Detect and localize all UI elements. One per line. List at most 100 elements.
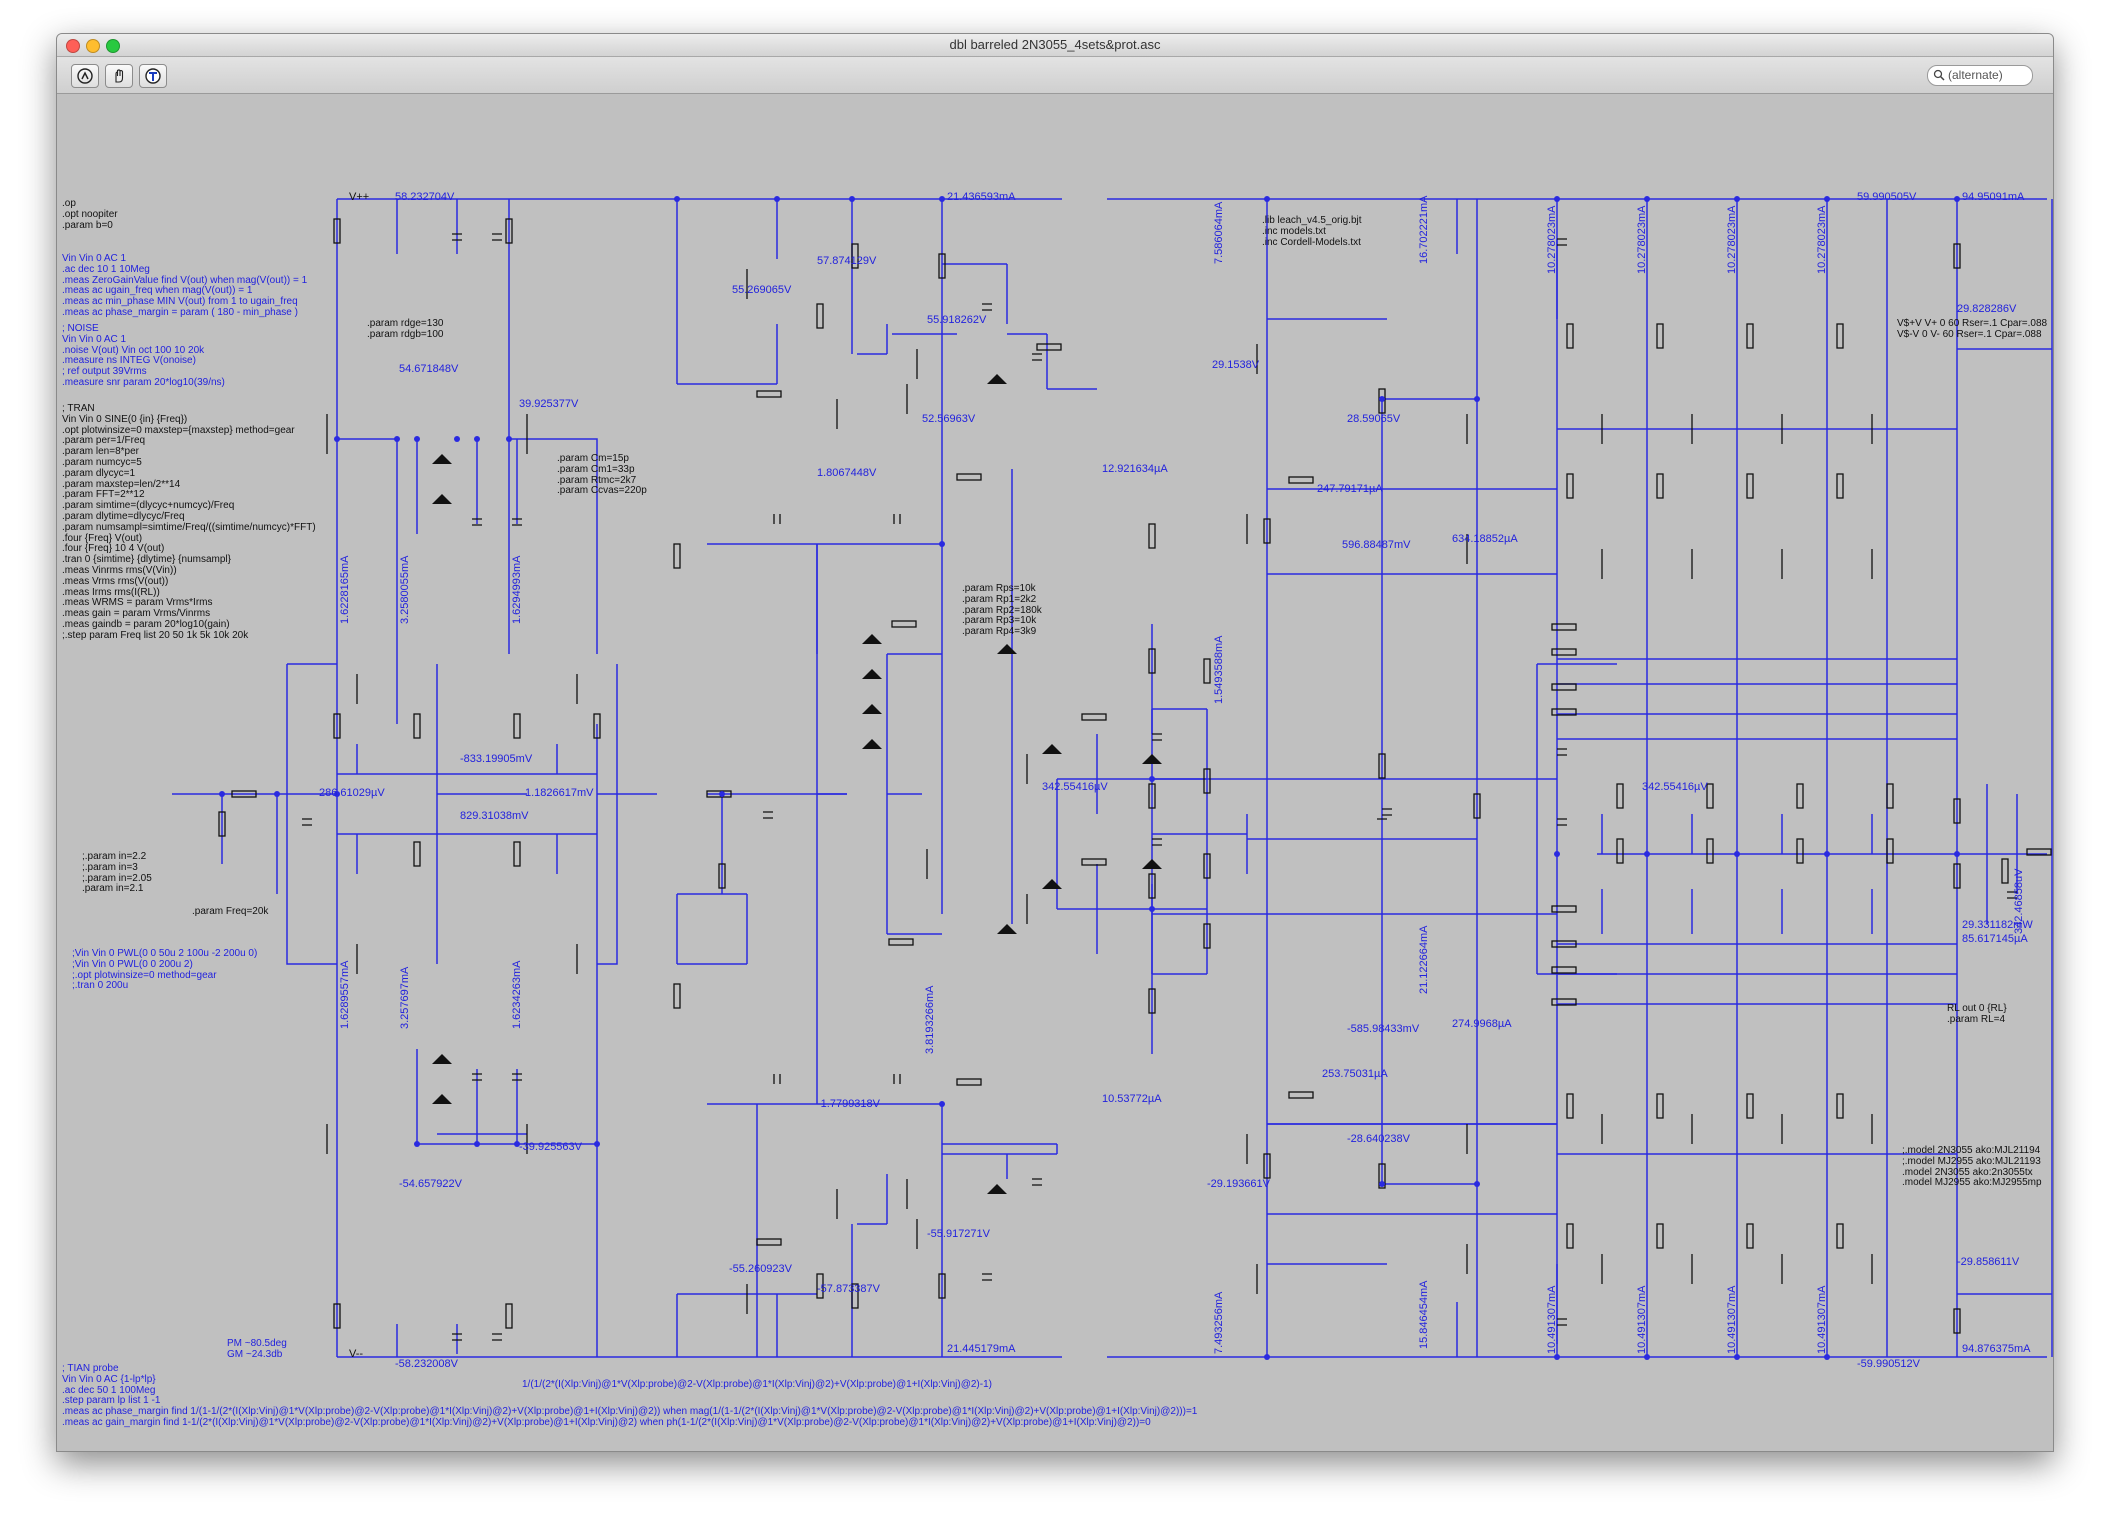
net-vpp: V++ bbox=[349, 191, 370, 203]
title-bar: dbl barreled 2N3055_4sets&prot.asc bbox=[57, 34, 2053, 57]
readout-vertical: 7.586064mA bbox=[1213, 201, 1225, 264]
ltspice-window: dbl barreled 2N3055_4sets&prot.asc (alte… bbox=[56, 33, 2054, 1452]
run-button[interactable] bbox=[71, 64, 99, 88]
readout: -58.232008V bbox=[395, 1358, 458, 1370]
readout: 1.1826617mV bbox=[525, 787, 594, 799]
readout: 57.874129V bbox=[817, 255, 877, 267]
readout: 21.436593mA bbox=[947, 191, 1016, 203]
readout: 85.617145µA bbox=[1962, 933, 2028, 945]
readout-vertical: 3.2580055mA bbox=[399, 555, 411, 625]
readout: -54.657922V bbox=[399, 1178, 462, 1190]
readout: 247.79171µA bbox=[1317, 483, 1383, 495]
probe-icon bbox=[145, 68, 161, 84]
net-vmm: V-- bbox=[349, 1348, 364, 1360]
tran-directive[interactable]: ; TRAN Vin Vin 0 SINE(0 {in} {Freq}) .op… bbox=[62, 403, 316, 641]
readout: 55.918262V bbox=[927, 314, 987, 326]
readout-vertical: 10.491307mA bbox=[1816, 1285, 1828, 1355]
pwl-directive[interactable]: ;Vin Vin 0 PWL(0 0 50u 2 100u -2 200u 0)… bbox=[72, 948, 258, 992]
readout-vertical: 15.846454mA bbox=[1418, 1280, 1430, 1350]
param-in-directive[interactable]: ;.param in=2.2 ;.param in=3 ;.param in=2… bbox=[82, 851, 152, 895]
halt-icon bbox=[115, 69, 124, 83]
readout: -29.858611V bbox=[1957, 1256, 2020, 1268]
search-field[interactable]: (alternate) bbox=[1927, 65, 2033, 86]
pm-gm-note[interactable]: PM ~80.5deg GM ~24.3db bbox=[227, 1338, 287, 1360]
readout: 286.61029µV bbox=[319, 787, 385, 799]
readout-vertical: 21.122664mA bbox=[1418, 925, 1430, 995]
readout: 54.671848V bbox=[399, 363, 459, 375]
readout: 29.331182mW bbox=[1962, 919, 2033, 931]
window-title: dbl barreled 2N3055_4sets&prot.asc bbox=[949, 37, 1161, 52]
readout-vertical: 1.6294993mA bbox=[511, 555, 523, 625]
lib-directive[interactable]: .lib leach_v4.5_orig.bjt .inc models.txt… bbox=[1262, 215, 1362, 248]
schematic-canvas[interactable]: .op .opt noopiter .param b=0 Vin Vin 0 A… bbox=[57, 94, 2053, 1451]
readout-vertical: 10.278023mA bbox=[1726, 205, 1738, 275]
search-placeholder: (alternate) bbox=[1948, 68, 2003, 82]
close-button[interactable] bbox=[66, 39, 80, 53]
supply-directive[interactable]: V$+V V+ 0 60 Rser=.1 Cpar=.088 V$-V 0 V-… bbox=[1897, 318, 2048, 340]
readout-vertical: 3.8193266mA bbox=[924, 985, 936, 1055]
readout-vertical: 16.702221mA bbox=[1418, 195, 1430, 265]
op-directive[interactable]: .op .opt noopiter .param b=0 bbox=[62, 198, 118, 231]
readout: 634.18852µA bbox=[1452, 533, 1518, 545]
readout: 59.990505V bbox=[1857, 191, 1917, 203]
zoom-button[interactable] bbox=[106, 39, 120, 53]
readout: -57.873387V bbox=[817, 1283, 880, 1295]
readout-vertical: 1.6289557mA bbox=[339, 960, 351, 1030]
readout: 55.269065V bbox=[732, 284, 792, 296]
readout: 12.921634µA bbox=[1102, 463, 1168, 475]
readout: -55.260923V bbox=[729, 1263, 792, 1275]
readout-vertical: 1.6234263mA bbox=[511, 960, 523, 1030]
minimize-button[interactable] bbox=[86, 39, 100, 53]
halt-button[interactable] bbox=[105, 64, 133, 88]
ac-directive[interactable]: Vin Vin 0 AC 1 .ac dec 10 1 10Meg .meas … bbox=[62, 253, 308, 318]
readout-vertical: 10.491307mA bbox=[1636, 1285, 1648, 1355]
readout: 829.31038mV bbox=[460, 810, 529, 822]
readout: -55.917271V bbox=[927, 1228, 990, 1240]
param-rps-directive[interactable]: .param Rps=10k .param Rp1=2k2 .param Rp2… bbox=[962, 583, 1042, 638]
readout: 596.88487mV bbox=[1342, 539, 1411, 551]
readout-vertical: 1.6228165mA bbox=[339, 555, 351, 625]
run-icon bbox=[77, 68, 93, 84]
readout: 58.232704V bbox=[395, 191, 455, 203]
param-rdge-directive[interactable]: .param rdge=130 .param rdgb=100 bbox=[367, 318, 444, 340]
readout: 274.9968µA bbox=[1452, 1018, 1512, 1030]
readout: 21.445179mA bbox=[947, 1343, 1016, 1355]
readout: 94.95091mA bbox=[1962, 191, 2025, 203]
loopgain-expression[interactable]: 1/(1/(2*(I(Xlp:Vinj)@1*V(Xlp:probe)@2-V(… bbox=[522, 1379, 992, 1390]
toolbar: (alternate) bbox=[57, 57, 2053, 94]
schematic-wires bbox=[172, 196, 2053, 1360]
param-freq-directive[interactable]: .param Freq=20k bbox=[192, 906, 269, 917]
readout: -28.640238V bbox=[1347, 1133, 1410, 1145]
noise-directive[interactable]: ; NOISE Vin Vin 0 AC 1 .noise V(out) Vin… bbox=[62, 323, 225, 388]
readout: -833.19905mV bbox=[460, 753, 533, 765]
param-cm-directive[interactable]: .param Cm=15p .param Cm1=33p .param Rtmc… bbox=[557, 453, 647, 497]
search-icon bbox=[1933, 69, 1945, 81]
readout: 39.925377V bbox=[519, 398, 579, 410]
readout: -39.925563V bbox=[519, 1141, 582, 1153]
readout: 342.55416µV bbox=[1042, 781, 1108, 793]
readout: -59.990512V bbox=[1857, 1358, 1920, 1370]
readout-vertical: 1.5493588mA bbox=[1213, 635, 1225, 705]
readout: -1.7799318V bbox=[817, 1098, 880, 1110]
readout-vertical: 10.278023mA bbox=[1816, 205, 1828, 275]
readout: 10.53772µA bbox=[1102, 1093, 1162, 1105]
readout: 29.828286V bbox=[1957, 303, 2017, 315]
readout-vertical: 10.491307mA bbox=[1546, 1285, 1558, 1355]
rl-directive[interactable]: RL out 0 {RL} .param RL=4 bbox=[1947, 1003, 2007, 1025]
readout-vertical: 10.278023mA bbox=[1636, 205, 1648, 275]
readout: 28.59065V bbox=[1347, 413, 1401, 425]
model-directive[interactable]: ;.model 2N3055 ako:MJL21194 ;.model MJ29… bbox=[1902, 1145, 2042, 1189]
readout: 342.55416µV bbox=[1642, 781, 1708, 793]
readout: 52.56963V bbox=[922, 413, 976, 425]
readout: 1.8067448V bbox=[817, 467, 877, 479]
readout-vertical: 10.491307mA bbox=[1726, 1285, 1738, 1355]
readout-vertical: 3.257697mA bbox=[399, 966, 411, 1029]
readout: -585.98433mV bbox=[1347, 1023, 1420, 1035]
readout-vertical: 342.46858uV bbox=[2013, 868, 2025, 934]
readout: -29.193661V bbox=[1207, 1178, 1270, 1190]
probe-button[interactable] bbox=[139, 64, 167, 88]
readout-vertical: 7.493256mA bbox=[1213, 1291, 1225, 1354]
readout-vertical: 10.278023mA bbox=[1546, 205, 1558, 275]
tian-directive[interactable]: ; TIAN probe Vin Vin 0 AC {1-lp*lp} .ac … bbox=[62, 1363, 1198, 1428]
readout: 29.1538V bbox=[1212, 359, 1260, 371]
